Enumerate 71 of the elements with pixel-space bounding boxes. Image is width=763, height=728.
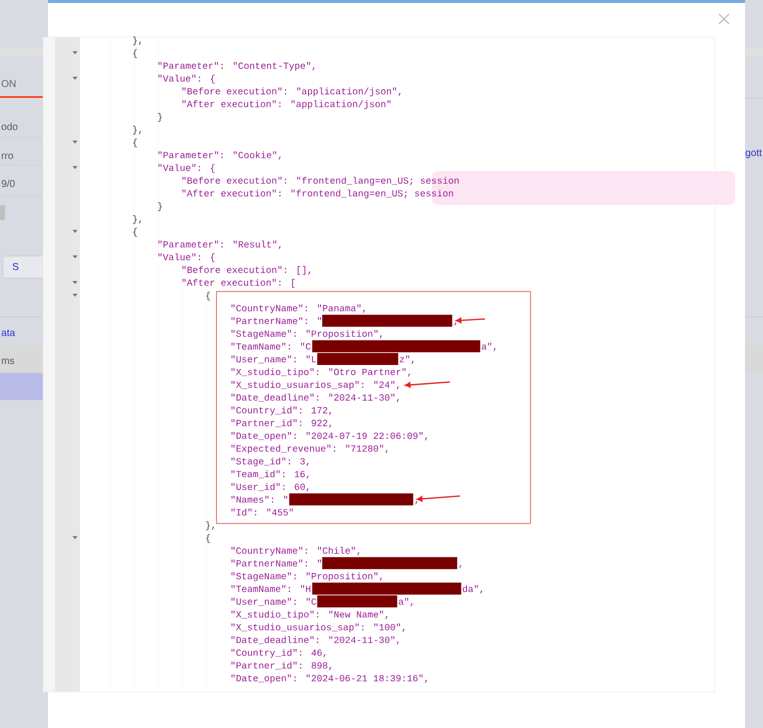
- code-text: ,: [454, 322, 456, 326]
- code-text: "Country_id": 46,: [231, 648, 326, 658]
- code-text: "Date_open": "2024-06-21 18:39:16",: [231, 674, 428, 684]
- code-text: "Partner_id": 898,: [231, 662, 332, 670]
- tab-label: ON: [2, 80, 16, 88]
- code-text: z",: [400, 356, 414, 364]
- code-text: "StageName": "Proposition",: [231, 330, 382, 339]
- code-text: "After execution": "application/json": [182, 100, 390, 110]
- code-text: "CountryName": "Panama",: [231, 304, 365, 314]
- field-text: odo: [2, 122, 18, 130]
- code-text: "TeamName": "C: [231, 342, 311, 350]
- code-text: "Names": ": [231, 496, 288, 503]
- arrow: [416, 495, 460, 502]
- code-text: "After execution": [: [182, 278, 295, 288]
- code-text: }: [158, 113, 162, 122]
- code-text: {: [133, 138, 138, 148]
- code-text: "User_name": "C: [231, 598, 316, 606]
- code-text: "Parameter": "Cookie",: [158, 151, 281, 160]
- code-text: "Value": {: [158, 253, 215, 262]
- code-text: a",: [398, 598, 413, 606]
- code-text: },: [132, 126, 142, 135]
- code-text: },: [132, 36, 142, 46]
- link-text: ata: [2, 330, 16, 336]
- code-text: "Before execution": "application/json",: [182, 88, 401, 96]
- link-text: gott: [746, 150, 762, 158]
- field-text: rro: [2, 154, 13, 160]
- code-text: "After execution": "frontend_lang=en_US; session: [182, 190, 453, 198]
- code-text: "Value": {: [158, 74, 215, 84]
- code-text: "StageName": "Proposition",: [231, 572, 382, 582]
- code-text: {: [133, 228, 138, 237]
- code-text: "Date_deadline": "2024-11-30",: [231, 636, 399, 645]
- redaction-bar: [289, 493, 414, 506]
- code-text: },: [206, 521, 214, 530]
- code-text: "Team_id": 16,: [231, 470, 309, 479]
- code-text: "Before execution": [],: [182, 266, 310, 275]
- code-text: "Partner_id": 922,: [231, 419, 332, 428]
- code-text: "Id": "455": [231, 508, 293, 516]
- code-text: "TeamName": "H: [231, 585, 310, 592]
- redaction-bar: [312, 582, 462, 595]
- code-text: }: [158, 202, 162, 212]
- arrow: [456, 318, 486, 324]
- code-text: "Country_id": 172,: [231, 406, 332, 416]
- code-text: {: [133, 49, 138, 58]
- code-text: ,: [459, 565, 462, 568]
- field-text: 9/0: [2, 180, 15, 188]
- code-text: "User_name": "L: [231, 356, 316, 364]
- code-text: "Parameter": "Content-Type",: [158, 62, 315, 71]
- code-text: "X_studio_usuarios_sap": "24",: [231, 381, 399, 390]
- code-text: "X_studio_usuarios_sap": "100",: [231, 623, 404, 632]
- code-text: "User_id": 60,: [231, 483, 309, 492]
- redaction-bar: [322, 314, 452, 327]
- code-text: {: [206, 534, 210, 543]
- arrow: [404, 381, 450, 388]
- code-text: a",: [482, 342, 496, 352]
- redaction-bar: [317, 353, 398, 365]
- code-text: "Date_deadline": "2024-11-30",: [231, 394, 399, 402]
- redaction-bar: [317, 595, 398, 608]
- code-text: "Parameter": "Result",: [158, 240, 281, 250]
- code-text: },: [132, 215, 142, 224]
- code-text: "PartnerName": ": [231, 317, 322, 324]
- code-text: {: [206, 292, 210, 300]
- redaction-bar: [322, 557, 458, 570]
- code-text: "Expected_revenue": "71280",: [231, 444, 388, 454]
- code-text: "Value": {: [158, 164, 215, 173]
- field-text: ms: [2, 358, 14, 364]
- code-text: ,: [415, 501, 418, 504]
- code-text: "PartnerName": ": [231, 560, 322, 567]
- code-text: "Stage_id": 3,: [231, 458, 309, 466]
- code-text: "Date_open": "2024-07-19 22:06:09",: [231, 432, 428, 441]
- code-text: "X_studio_tipo": "Otro Partner",: [231, 368, 410, 377]
- code-text: "Before execution": "frontend_lang=en_US; session: [182, 176, 459, 186]
